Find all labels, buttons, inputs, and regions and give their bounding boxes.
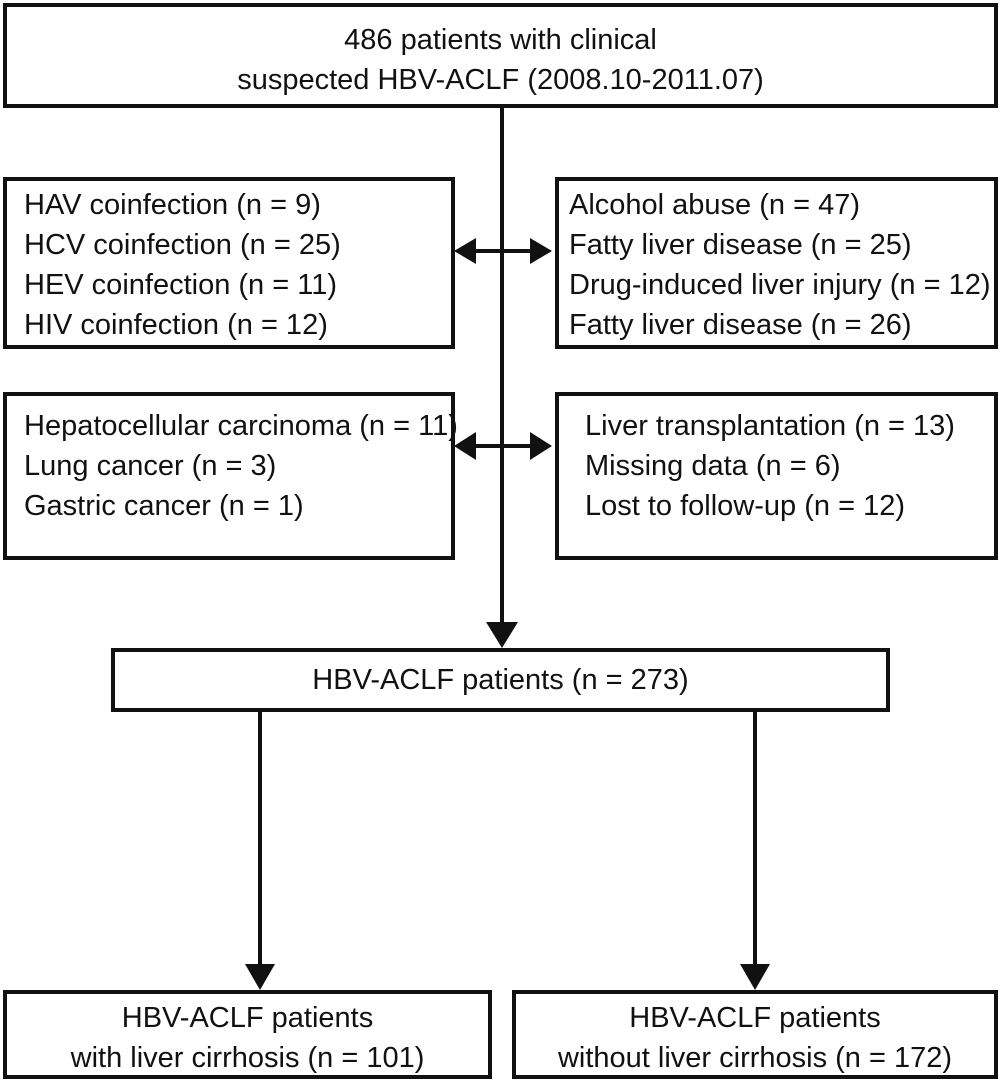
- row2-left-arrowhead: [454, 432, 476, 460]
- exclusion-item: Hepatocellular carcinoma (n = 11): [24, 410, 458, 442]
- exclusion-item: Fatty liver disease (n = 26): [569, 309, 912, 341]
- exclusion-item: Alcohol abuse (n = 47): [569, 189, 860, 221]
- exclusion-item: HCV coinfection (n = 25): [24, 229, 341, 261]
- without-cirrhosis-line-1: HBV-ACLF patients: [629, 1002, 881, 1034]
- hbv-aclf-patients-label: HBV-ACLF patients (n = 273): [312, 664, 689, 696]
- with-cirrhosis-line-2: with liver cirrhosis (n = 101): [70, 1042, 425, 1074]
- exclusion-item: HAV coinfection (n = 9): [24, 189, 321, 221]
- row1-left-arrowhead: [454, 238, 476, 264]
- exclusion-item: Liver transplantation (n = 13): [585, 410, 955, 442]
- without-cirrhosis-box: HBV-ACLF patients without liver cirrhosi…: [512, 990, 998, 1079]
- coinfection-exclusion-box: HAV coinfection (n = 9) HCV coinfection …: [3, 177, 455, 349]
- left-down-arrowhead: [245, 964, 275, 990]
- top-box: 486 patients with clinical suspected HBV…: [3, 3, 998, 108]
- exclusion-item: Missing data (n = 6): [585, 450, 841, 482]
- row2-right-arrowhead: [530, 432, 552, 460]
- exclusion-item: Drug-induced liver injury (n = 12): [569, 269, 991, 301]
- row1-right-arrowhead: [530, 238, 552, 264]
- exclusion-item: HIV coinfection (n = 12): [24, 309, 328, 341]
- main-down-arrowhead: [486, 622, 518, 648]
- with-cirrhosis-line-1: HBV-ACLF patients: [121, 1002, 374, 1034]
- top-box-line-1: 486 patients with clinical: [344, 24, 657, 56]
- cancer-exclusion-box: Hepatocellular carcinoma (n = 11) Lung c…: [3, 392, 458, 560]
- top-box-line-2: suspected HBV-ACLF (2008.10-2011.07): [237, 64, 764, 96]
- exclusion-item: Lung cancer (n = 3): [24, 450, 277, 482]
- exclusion-item: Gastric cancer (n = 1): [24, 490, 304, 522]
- without-cirrhosis-line-2: without liver cirrhosis (n = 172): [557, 1042, 953, 1074]
- exclusion-item: HEV coinfection (n = 11): [24, 269, 337, 301]
- other-liver-disease-exclusion-box: Alcohol abuse (n = 47) Fatty liver disea…: [555, 177, 998, 349]
- hbv-aclf-patients-box: HBV-ACLF patients (n = 273): [111, 648, 890, 712]
- with-cirrhosis-box: HBV-ACLF patients with liver cirrhosis (…: [3, 990, 492, 1079]
- right-down-arrowhead: [740, 964, 770, 990]
- follow-up-exclusion-box: Liver transplantation (n = 13) Missing d…: [555, 392, 998, 560]
- exclusion-item: Fatty liver disease (n = 25): [569, 229, 912, 261]
- exclusion-item: Lost to follow-up (n = 12): [585, 490, 905, 522]
